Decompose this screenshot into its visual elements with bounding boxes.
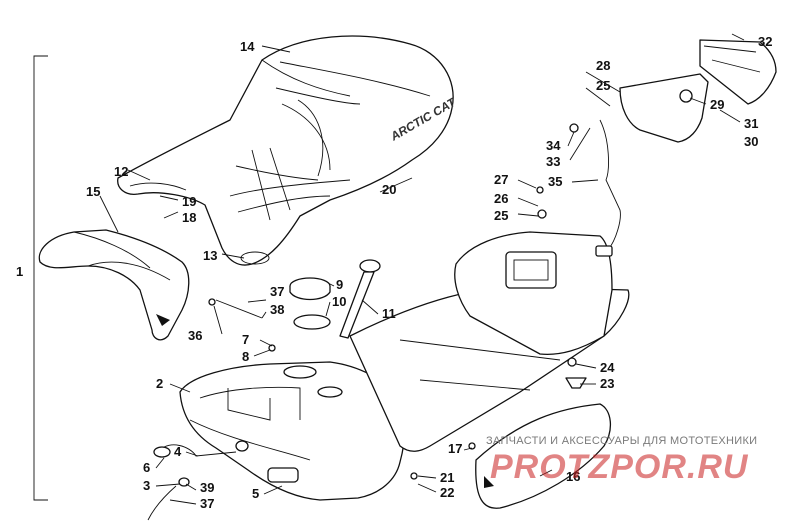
callout-33: 33 bbox=[546, 154, 560, 169]
callout-2: 2 bbox=[156, 376, 163, 391]
callout-12: 12 bbox=[114, 164, 128, 179]
vent-hose bbox=[147, 444, 237, 521]
cap-gasket bbox=[293, 314, 331, 330]
seat: ARCTIC CAT bbox=[117, 35, 459, 266]
callout-13: 13 bbox=[203, 248, 217, 263]
callout-38: 38 bbox=[270, 302, 284, 317]
watermark-logo: PROTZPOR.RU bbox=[490, 448, 749, 486]
callout-14: 14 bbox=[240, 39, 255, 54]
callout-7: 7 bbox=[242, 332, 249, 347]
callout-19: 19 bbox=[182, 194, 196, 209]
callout-23: 23 bbox=[600, 376, 614, 391]
callout-6: 6 bbox=[143, 460, 150, 475]
callout-20: 20 bbox=[382, 182, 396, 197]
callout-4: 4 bbox=[174, 444, 182, 459]
callout-26: 26 bbox=[494, 191, 508, 206]
backrest bbox=[38, 229, 190, 341]
storage-box bbox=[454, 231, 613, 356]
callout-18: 18 bbox=[182, 210, 196, 225]
callout-21: 21 bbox=[440, 470, 454, 485]
watermark: ЗАПЧАСТИ И АКСЕССУАРЫ ДЛЯ МОТОТЕХНИКИ PR… bbox=[486, 435, 757, 486]
callout-34: 34 bbox=[546, 138, 561, 153]
callout-32: 32 bbox=[758, 34, 772, 49]
callout-8: 8 bbox=[242, 349, 249, 364]
callout-39: 39 bbox=[200, 480, 214, 495]
callout-9: 9 bbox=[336, 277, 343, 292]
callout-30: 30 bbox=[744, 134, 758, 149]
callout-25a: 25 bbox=[596, 78, 610, 93]
fasteners bbox=[208, 123, 587, 480]
callout-31: 31 bbox=[744, 116, 758, 131]
callout-15: 15 bbox=[86, 184, 100, 199]
taillight-assembly bbox=[595, 39, 777, 257]
callout-3: 3 bbox=[143, 478, 150, 493]
callout-22: 22 bbox=[440, 485, 454, 500]
callout-1: 1 bbox=[16, 264, 23, 279]
callout-10: 10 bbox=[332, 294, 346, 309]
callout-37b: 37 bbox=[200, 496, 214, 511]
fuel-cap bbox=[289, 277, 331, 301]
callout-35: 35 bbox=[548, 174, 562, 189]
callout-25b: 25 bbox=[494, 208, 508, 223]
leader-lines bbox=[99, 33, 745, 505]
watermark-caption: ЗАПЧАСТИ И АКСЕССУАРЫ ДЛЯ МОТОТЕХНИКИ bbox=[486, 435, 757, 447]
callout-16: 16 bbox=[566, 469, 580, 484]
callout-37a: 37 bbox=[270, 284, 284, 299]
callout-27: 27 bbox=[494, 172, 508, 187]
fuel-tank bbox=[179, 361, 406, 501]
assembly-bracket bbox=[33, 55, 48, 501]
callout-5: 5 bbox=[252, 486, 259, 501]
fuel-gauge bbox=[339, 259, 381, 339]
callout-labels: 1 2 3 4 5 6 7 8 9 10 11 12 13 14 15 16 1… bbox=[16, 34, 772, 511]
callout-17: 17 bbox=[448, 441, 462, 456]
callout-11: 11 bbox=[382, 306, 396, 321]
callout-29: 29 bbox=[710, 97, 724, 112]
callout-24: 24 bbox=[600, 360, 615, 375]
side-panel bbox=[475, 403, 611, 509]
callout-28: 28 bbox=[596, 58, 610, 73]
callout-36: 36 bbox=[188, 328, 202, 343]
